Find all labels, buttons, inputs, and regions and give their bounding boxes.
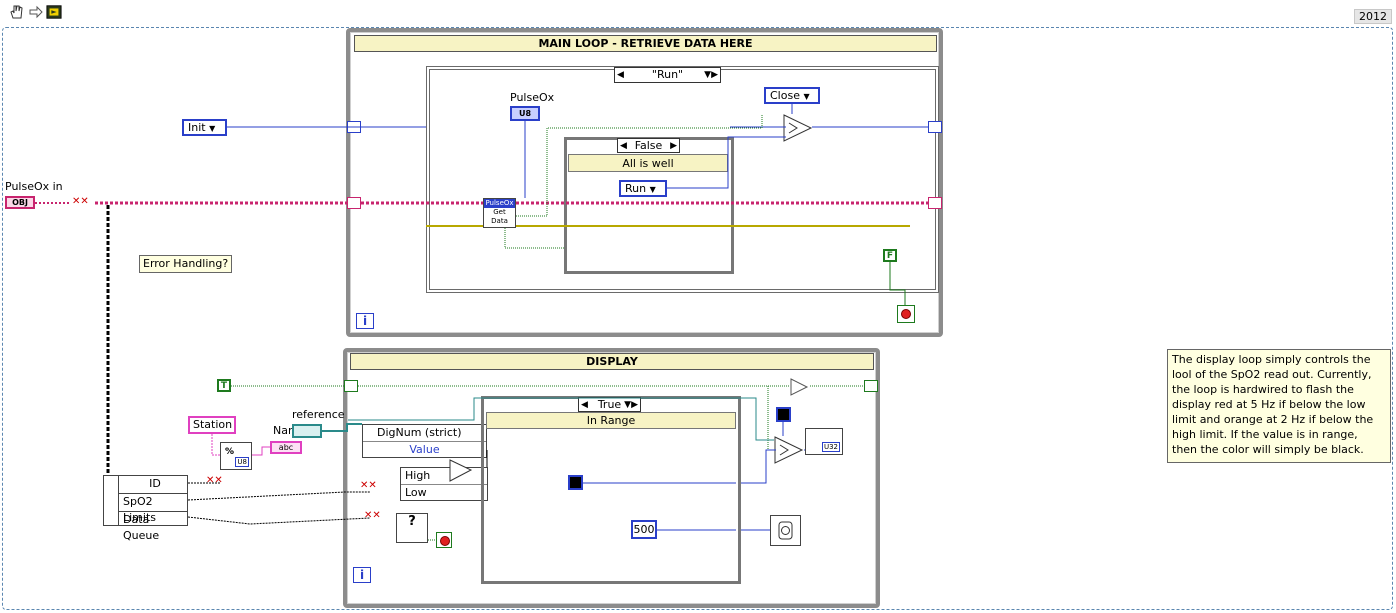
in-range-selector-text: True	[597, 398, 622, 411]
config-unbundle-cluster[interactable]: ID SpO2 Limits Data Queue	[118, 475, 188, 542]
run-enum-text: Run	[625, 182, 647, 195]
in-range-compare-icon[interactable]	[449, 459, 473, 483]
main-case-structure[interactable]	[426, 66, 939, 293]
display-loop-comment: The display loop simply controls the loo…	[1167, 349, 1391, 463]
u8-tag: U8	[235, 457, 249, 467]
display-loop-title: DISPLAY	[350, 353, 874, 370]
cluster-item-data-queue: Data Queue	[123, 513, 160, 542]
cluster-item-spo2-limits: SpO2 Limits	[119, 494, 187, 524]
set-property-node[interactable]: U32	[805, 428, 843, 455]
highlight-icon[interactable]	[46, 4, 62, 20]
run-enum-constant[interactable]: Run ▼	[619, 180, 667, 197]
pulseox-in-terminal[interactable]: OBJ	[5, 196, 35, 209]
shift-register-right-enum	[928, 121, 942, 133]
false-constant[interactable]: F	[883, 249, 897, 262]
shift-register-right-object	[928, 197, 942, 209]
display-shift-right	[864, 380, 878, 392]
wait-icon	[778, 521, 793, 540]
pulseox-node-header: PulseOx	[484, 199, 515, 208]
inner-case-selector-text: False	[634, 139, 663, 152]
name-label: Nar	[273, 424, 293, 437]
wait-node[interactable]	[770, 515, 801, 546]
pulseox-in-label: PulseOx in	[5, 180, 63, 193]
display-loop-stop-terminal[interactable]	[436, 532, 452, 548]
station-string-constant[interactable]: Station	[188, 416, 236, 434]
block-diagram-frame	[2, 27, 1393, 610]
close-enum-text: Close	[770, 89, 800, 102]
main-loop-title: MAIN LOOP - RETRIEVE DATA HERE	[354, 35, 937, 52]
cluster-error-mark-icon: ✕✕	[206, 475, 223, 486]
color-constant-2[interactable]	[776, 407, 791, 422]
reference-label: reference	[292, 408, 345, 421]
main-case-selector-text: "Run"	[651, 68, 684, 81]
low-label: Low	[405, 486, 427, 499]
dequeue-node[interactable]: ?	[396, 513, 428, 543]
coercion-error-mark-icon: ✕✕	[72, 196, 89, 207]
version-label: 2012	[1354, 9, 1392, 24]
abc-string-terminal: abc	[270, 441, 302, 454]
limits-error-mark-icon: ✕✕	[360, 480, 377, 491]
obj-tag-text: OBJ	[12, 198, 28, 207]
color-constant[interactable]	[568, 475, 583, 490]
display-shift-left	[344, 380, 358, 392]
pulseox-u8-indicator: U8	[510, 106, 540, 121]
high-label: High	[401, 468, 487, 485]
in-range-case-label: In Range	[486, 412, 736, 429]
limits-unbundle-node[interactable]: High Low	[400, 467, 488, 501]
hand-icon[interactable]	[8, 4, 24, 20]
property-node[interactable]: DigNum (strict) Value	[362, 424, 487, 458]
cluster-item-id: ID	[119, 476, 187, 494]
arrow-icon[interactable]	[28, 4, 44, 20]
get-data-label: Get Data	[491, 208, 508, 225]
format-string-node[interactable]: % U8	[220, 442, 252, 470]
shift-register-left-object	[347, 197, 361, 209]
true-constant[interactable]: T	[217, 379, 231, 392]
wait-ms-constant[interactable]: 500	[631, 520, 657, 539]
error-handling-label: Error Handling?	[139, 255, 233, 273]
get-data-node[interactable]: PulseOx Get Data	[483, 198, 516, 228]
inner-case-selector[interactable]: ◀ False ▶	[617, 138, 680, 153]
main-loop-stop-terminal[interactable]	[897, 305, 915, 323]
not-gate-icon[interactable]	[790, 378, 810, 396]
pulseox-type-text: U8	[518, 109, 532, 118]
value-property: Value	[409, 443, 440, 456]
main-loop-iteration-terminal: i	[356, 313, 374, 329]
refnum-constant[interactable]	[292, 424, 322, 438]
u32-tag: U32	[821, 442, 840, 452]
digital-property: DigNum (strict)	[363, 425, 486, 442]
select-node-icon[interactable]	[783, 114, 813, 142]
init-enum-constant[interactable]: Init ▼	[182, 119, 227, 136]
close-enum-constant[interactable]: Close ▼	[764, 87, 820, 104]
queue-error-mark-icon: ✕✕	[364, 510, 381, 521]
init-enum-text: Init	[188, 121, 206, 134]
pulseox-label: PulseOx	[510, 91, 555, 104]
inner-case-label: All is well	[568, 154, 728, 172]
main-case-selector[interactable]: ◀ "Run" ▼▶	[614, 67, 721, 83]
display-loop-iteration-terminal: i	[353, 567, 371, 583]
